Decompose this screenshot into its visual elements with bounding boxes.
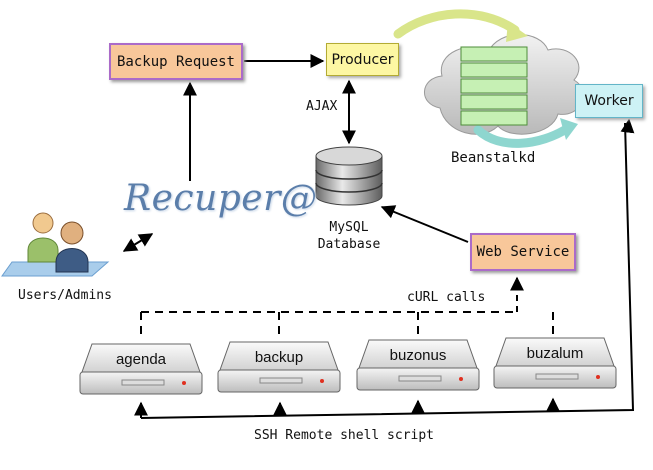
curl-bus	[140, 276, 554, 338]
ssh-script-label: SSH Remote shell script	[254, 428, 435, 443]
producer-box: Producer	[326, 43, 399, 76]
curl-calls-label: cURL calls	[407, 290, 486, 305]
server-buzonus-label: buzonus	[389, 347, 447, 364]
server-agenda-label: agenda	[115, 351, 167, 368]
backup-request-box: Backup Request	[109, 43, 243, 80]
queue-stack	[460, 46, 528, 126]
worker-box: Worker	[575, 84, 643, 118]
beanstalkd-label: Beanstalkd	[451, 150, 536, 166]
recupera-logo: Recuper@	[124, 178, 318, 219]
users-icon	[1, 212, 110, 277]
ssh-bus	[134, 118, 635, 419]
server-buzalum-label: buzalum	[526, 345, 584, 362]
server-agenda-icon	[79, 343, 203, 395]
server-buzalum-icon	[493, 337, 617, 389]
web-service-box: Web Service	[470, 233, 576, 271]
users-logo-arrow	[122, 233, 154, 252]
server-backup-icon	[217, 341, 341, 393]
webservice-to-db-arrow	[380, 205, 469, 243]
server-backup-label: backup	[254, 349, 304, 366]
users-admins-label: Users/Admins	[18, 288, 112, 303]
server-buzonus-icon	[356, 339, 480, 391]
ajax-label: AJAX	[306, 99, 338, 114]
database-icon	[315, 146, 383, 206]
database-label: Database	[317, 237, 381, 252]
enqueue-arrow	[393, 9, 520, 39]
mysql-label: MySQL	[329, 220, 369, 235]
dequeue-arrow	[473, 123, 573, 148]
